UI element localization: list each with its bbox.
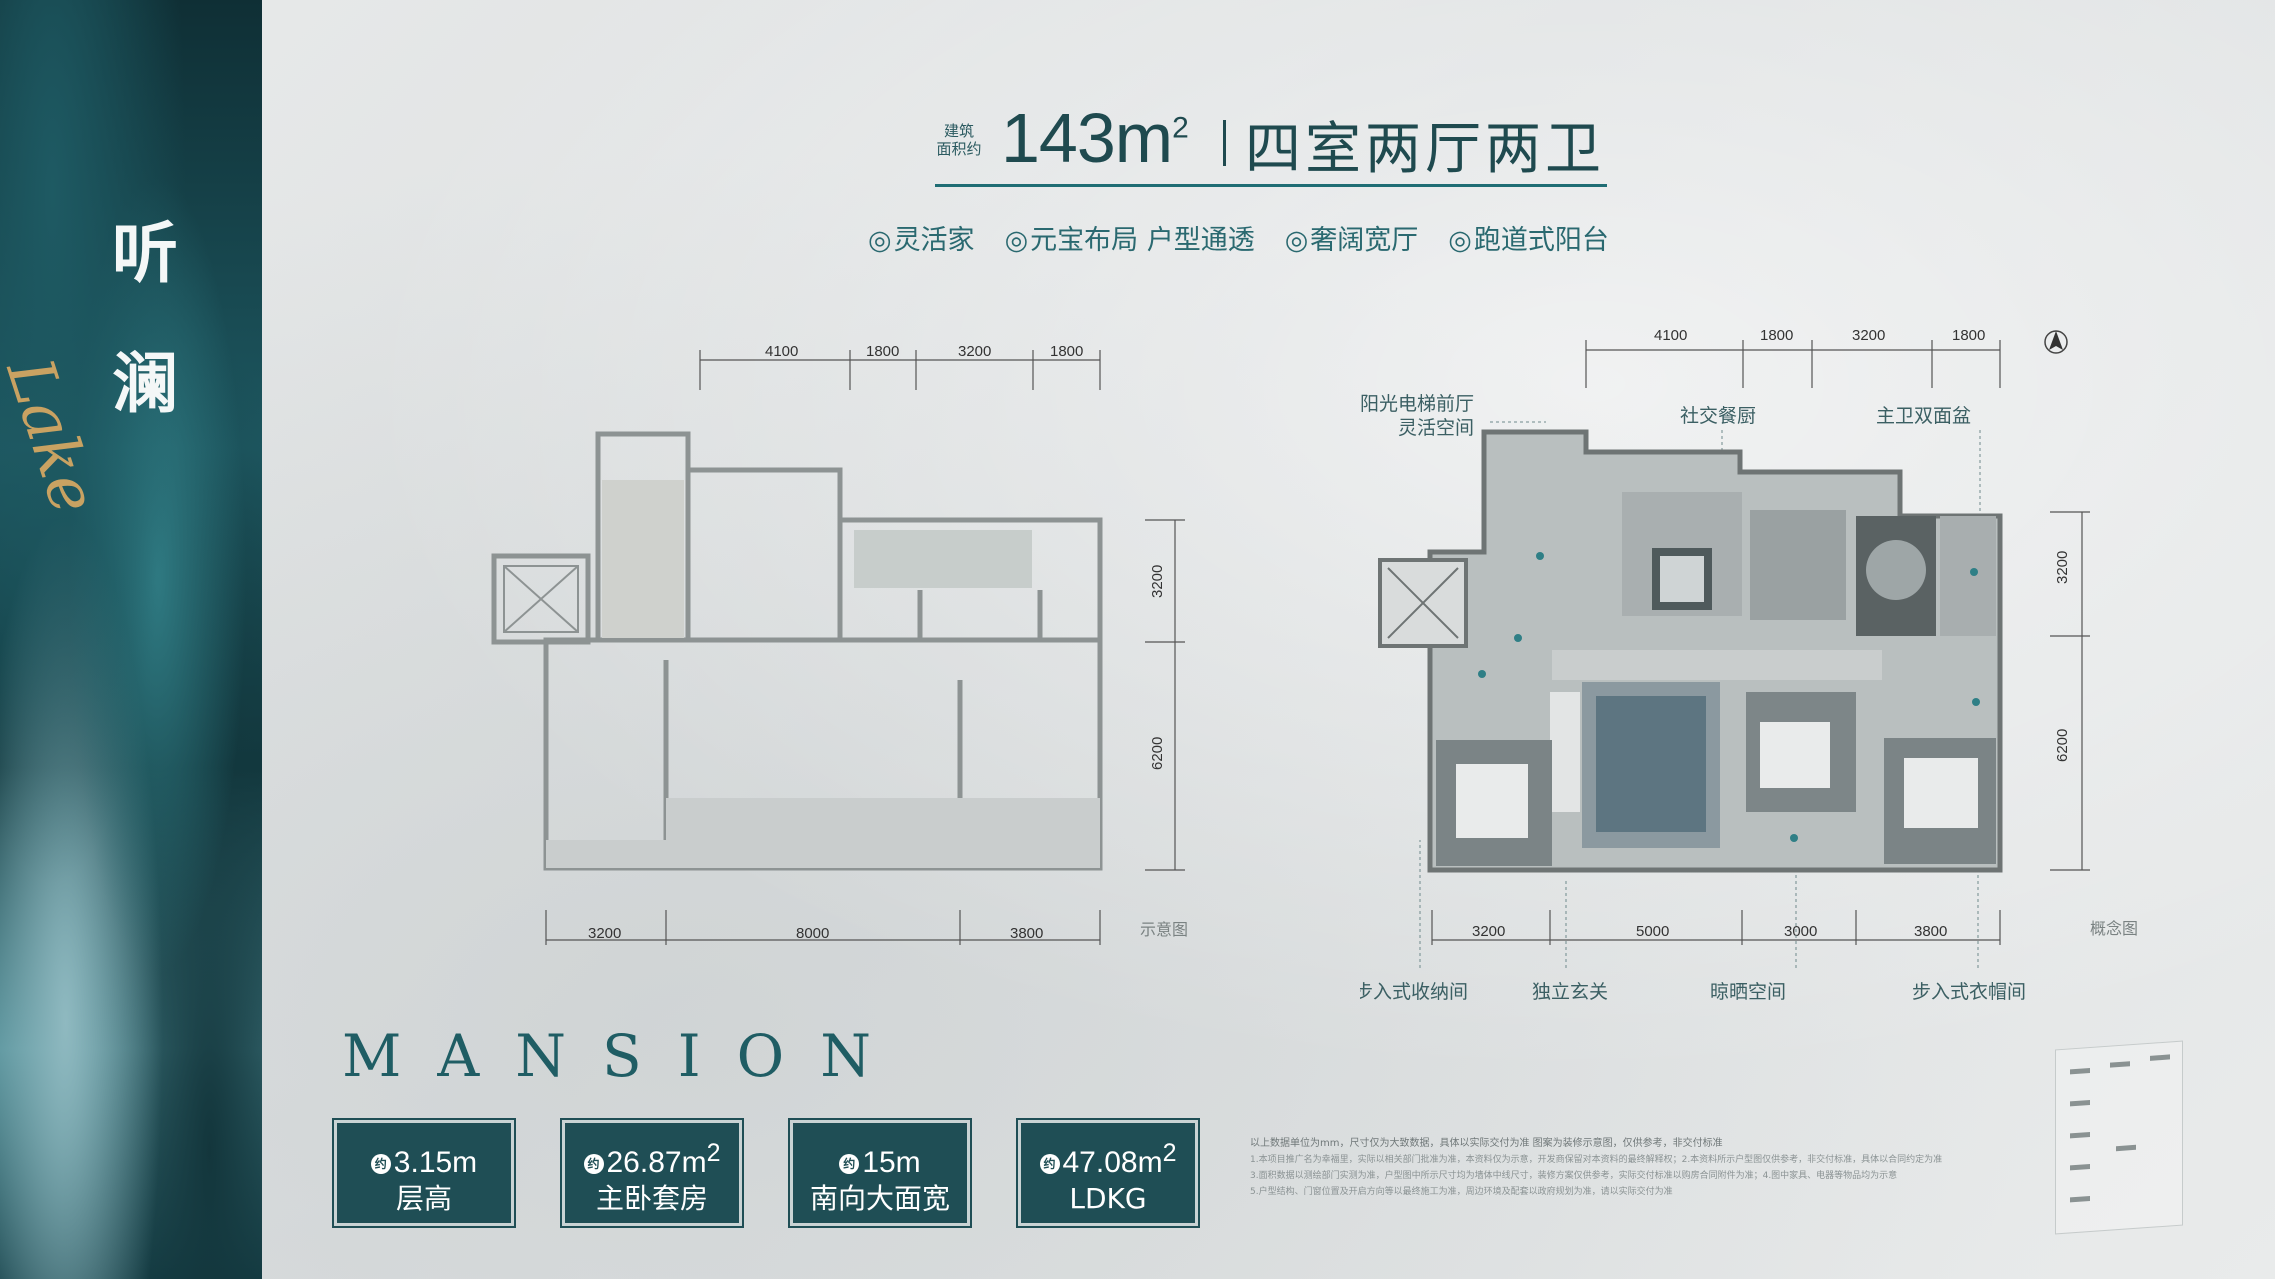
dim-top-4: 1800 bbox=[1952, 327, 1985, 344]
dim-top-1: 4100 bbox=[1654, 327, 1687, 344]
sea-photo-strip bbox=[0, 0, 262, 1279]
header-underline bbox=[935, 184, 1607, 187]
area-label: 建筑 面积约 bbox=[936, 122, 982, 158]
callout-drying: 晾晒空间 bbox=[1710, 981, 1786, 1003]
callout-flex-space: 灵活空间 bbox=[1398, 417, 1474, 439]
floorplan-furnished: 4100 1800 3200 1800 3200 6200 3200 5000 … bbox=[1360, 327, 2138, 1003]
callout-entry: 独立玄关 bbox=[1532, 981, 1608, 1003]
feature-item: 灵活家 bbox=[868, 218, 975, 257]
approx-icon: 约 bbox=[370, 1154, 391, 1175]
feature-item: 元宝布局 户型通透 bbox=[1005, 218, 1255, 257]
dim-bottom-2: 8000 bbox=[796, 925, 829, 942]
dim-top-1: 4100 bbox=[765, 343, 798, 360]
plan-caption: 示意图 bbox=[1140, 920, 1188, 939]
dim-top-4: 1800 bbox=[1050, 343, 1083, 360]
feature-item: 跑道式阳台 bbox=[1448, 218, 1609, 257]
callout-walk-in-storage: 步入式收纳间 bbox=[1360, 981, 1468, 1003]
site-minimap bbox=[2055, 1040, 2183, 1235]
plan-caption: 概念图 bbox=[2090, 919, 2138, 938]
dim-bottom-3: 3800 bbox=[1010, 925, 1043, 942]
dim-right-2: 6200 bbox=[2054, 729, 2071, 762]
dim-bottom-3: 3000 bbox=[1784, 923, 1817, 940]
floorplan-schematic: 4100 1800 3200 1800 3200 6200 3200 8000 … bbox=[491, 343, 1188, 945]
dim-right-2: 6200 bbox=[1149, 737, 1166, 770]
callout-master-bath: 主卫双面盆 bbox=[1876, 405, 1971, 427]
dim-right-1: 3200 bbox=[1149, 565, 1166, 598]
approx-icon: 约 bbox=[839, 1154, 860, 1175]
disclaimer: 以上数据单位为mm，尺寸仅为大致数据，具体以实际交付为准 图案为装修示意图，仅供… bbox=[1250, 1138, 1943, 1197]
feature-item: 奢阔宽厅 bbox=[1285, 218, 1418, 257]
header-divider bbox=[1223, 120, 1226, 166]
brand-char-1: 听 bbox=[112, 214, 178, 292]
callout-social-kitchen: 社交餐厨 bbox=[1680, 405, 1756, 427]
feature-list: 灵活家 元宝布局 户型通透 奢阔宽厅 跑道式阳台 bbox=[868, 218, 1688, 257]
dim-bottom-4: 3800 bbox=[1914, 923, 1947, 940]
callout-lift-lobby: 阳光电梯前厅 bbox=[1360, 393, 1474, 415]
area-value: 143m2 bbox=[1001, 99, 1189, 177]
header: 建筑 面积约 143m2 四室两厅两卫 bbox=[935, 98, 1607, 190]
dim-bottom-1: 3200 bbox=[588, 925, 621, 942]
dim-top-2: 1800 bbox=[1760, 327, 1793, 344]
dim-bottom-2: 5000 bbox=[1636, 923, 1669, 940]
dim-top-3: 3200 bbox=[958, 343, 991, 360]
brand-char-2: 澜 bbox=[112, 344, 178, 422]
callout-walk-in-closet: 步入式衣帽间 bbox=[1912, 981, 2026, 1003]
dim-right-1: 3200 bbox=[2054, 551, 2071, 584]
layout-title: 四室两厅两卫 bbox=[1245, 117, 1605, 182]
approx-icon: 约 bbox=[583, 1154, 604, 1175]
approx-icon: 约 bbox=[1039, 1154, 1060, 1175]
dim-bottom-1: 3200 bbox=[1472, 923, 1505, 940]
dim-top-3: 3200 bbox=[1852, 327, 1885, 344]
north-arrow-icon bbox=[2044, 330, 2068, 354]
mansion-wordmark: MANSION bbox=[342, 1022, 907, 1090]
dim-top-2: 1800 bbox=[866, 343, 899, 360]
